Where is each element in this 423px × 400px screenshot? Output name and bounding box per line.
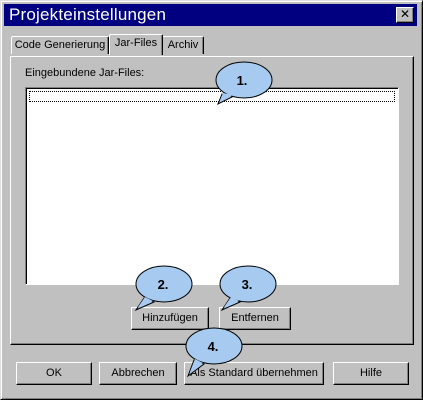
add-button-label: Hinzufügen — [142, 312, 198, 324]
callout-2-label: 2. — [158, 277, 169, 292]
tab-panel-jar-files: Eingebundene Jar-Files: Hinzufügen Entfe… — [10, 56, 414, 345]
window-title: Projekteinstellungen — [9, 5, 167, 24]
help-button-label: Hilfe — [359, 367, 382, 379]
add-button[interactable]: Hinzufügen — [131, 307, 209, 330]
tab-label: Archiv — [167, 39, 199, 51]
cancel-button[interactable]: Abbrechen — [99, 362, 177, 385]
callout-4: 4. — [185, 327, 243, 378]
tab-jar-files[interactable]: Jar-Files — [109, 34, 163, 55]
tab-label: Jar-Files — [114, 37, 158, 49]
set-default-button-label: Als Standard übernehmen — [190, 367, 318, 379]
jar-files-list-label: Eingebundene Jar-Files: — [25, 67, 145, 79]
callout-3: 3. — [219, 265, 277, 312]
list-item-focus[interactable] — [29, 91, 395, 102]
callout-3-label: 3. — [242, 277, 253, 292]
close-button[interactable]: ✕ — [396, 7, 414, 23]
close-icon: ✕ — [399, 7, 411, 21]
remove-button[interactable]: Entfernen — [219, 307, 291, 330]
set-default-button[interactable]: Als Standard übernehmen — [184, 362, 324, 385]
ok-button[interactable]: OK — [16, 362, 92, 385]
title-bar[interactable]: Projekteinstellungen ✕ — [4, 4, 417, 26]
remove-button-label: Entfernen — [231, 312, 279, 324]
cancel-button-label: Abbrechen — [111, 367, 165, 379]
help-button[interactable]: Hilfe — [333, 362, 409, 385]
jar-files-listbox[interactable] — [25, 87, 399, 285]
tab-label: Code Generierung — [14, 39, 106, 51]
tab-code-generierung[interactable]: Code Generierung — [11, 36, 109, 54]
tab-archiv[interactable]: Archiv — [162, 36, 204, 54]
ok-button-label: OK — [46, 367, 62, 379]
callout-2: 2. — [134, 265, 193, 312]
callout-1-label: 1. — [237, 73, 248, 88]
callout-4-label: 4. — [208, 339, 219, 354]
callout-1: 1. — [215, 61, 273, 106]
